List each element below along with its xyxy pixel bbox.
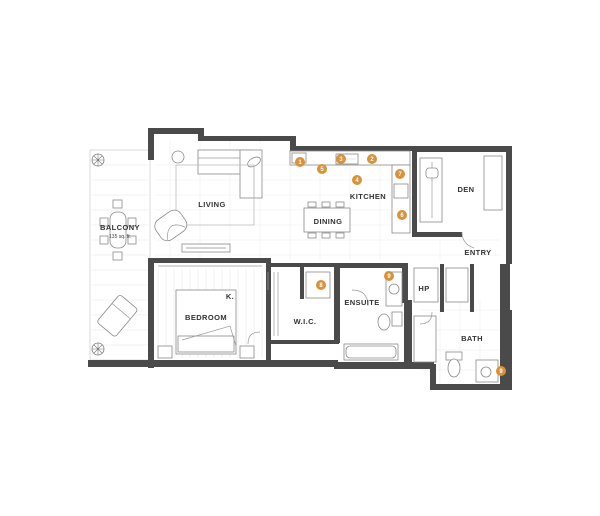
svg-text:9: 9 — [387, 274, 391, 280]
label-den: DEN — [457, 185, 474, 194]
badge-9-bath: 9 — [496, 366, 506, 376]
label-bath: BATH — [461, 334, 483, 343]
badge-2: 2 — [367, 154, 377, 164]
badge-6: 6 — [397, 210, 407, 220]
svg-text:6: 6 — [400, 213, 404, 219]
badge-7: 7 — [395, 169, 405, 179]
badge-1: 1 — [295, 157, 305, 167]
svg-text:2: 2 — [370, 157, 374, 163]
svg-text:5: 5 — [320, 167, 324, 173]
badge-3: 3 — [336, 154, 346, 164]
ensuite-fixtures — [343, 271, 403, 361]
badge-9-ensuite: 9 — [384, 271, 394, 281]
label-living: LIVING — [198, 200, 225, 209]
label-bedroom-closet: K. — [226, 292, 234, 301]
label-entry: ENTRY — [464, 248, 491, 257]
label-kitchen: KITCHEN — [350, 192, 386, 201]
bath-fixtures — [413, 315, 499, 383]
svg-text:4: 4 — [355, 178, 359, 184]
dining-set — [303, 201, 351, 239]
label-balcony-area: 135 sq. ft. — [109, 234, 131, 240]
walls — [88, 128, 512, 390]
living-armchair — [154, 209, 188, 242]
entry-closets — [413, 267, 469, 303]
svg-text:3: 3 — [339, 157, 343, 163]
living-rug — [175, 164, 255, 226]
badge-5: 5 — [317, 164, 327, 174]
label-ensuite: ENSUITE — [344, 298, 379, 307]
svg-text:9: 9 — [499, 369, 503, 375]
label-wic: W.I.C. — [294, 317, 317, 326]
svg-text:1: 1 — [298, 160, 302, 166]
door-swings — [247, 231, 475, 345]
label-balcony: BALCONY — [100, 223, 140, 232]
badge-4: 4 — [352, 175, 362, 185]
living-sofa — [197, 149, 263, 199]
living-side-table — [171, 150, 185, 164]
balcony-table-set — [99, 199, 137, 261]
label-hp: HP — [418, 284, 429, 293]
badge-8: 8 — [316, 280, 326, 290]
balcony-plant-bottom — [91, 342, 105, 356]
label-bedroom: BEDROOM — [185, 313, 227, 322]
svg-text:7: 7 — [398, 172, 402, 178]
balcony-plant-top — [91, 153, 105, 167]
den-furniture — [419, 155, 503, 223]
svg-text:8: 8 — [319, 283, 323, 289]
bedroom-bed — [157, 289, 255, 359]
label-dining: DINING — [314, 217, 343, 226]
balcony-lounger — [97, 295, 138, 337]
